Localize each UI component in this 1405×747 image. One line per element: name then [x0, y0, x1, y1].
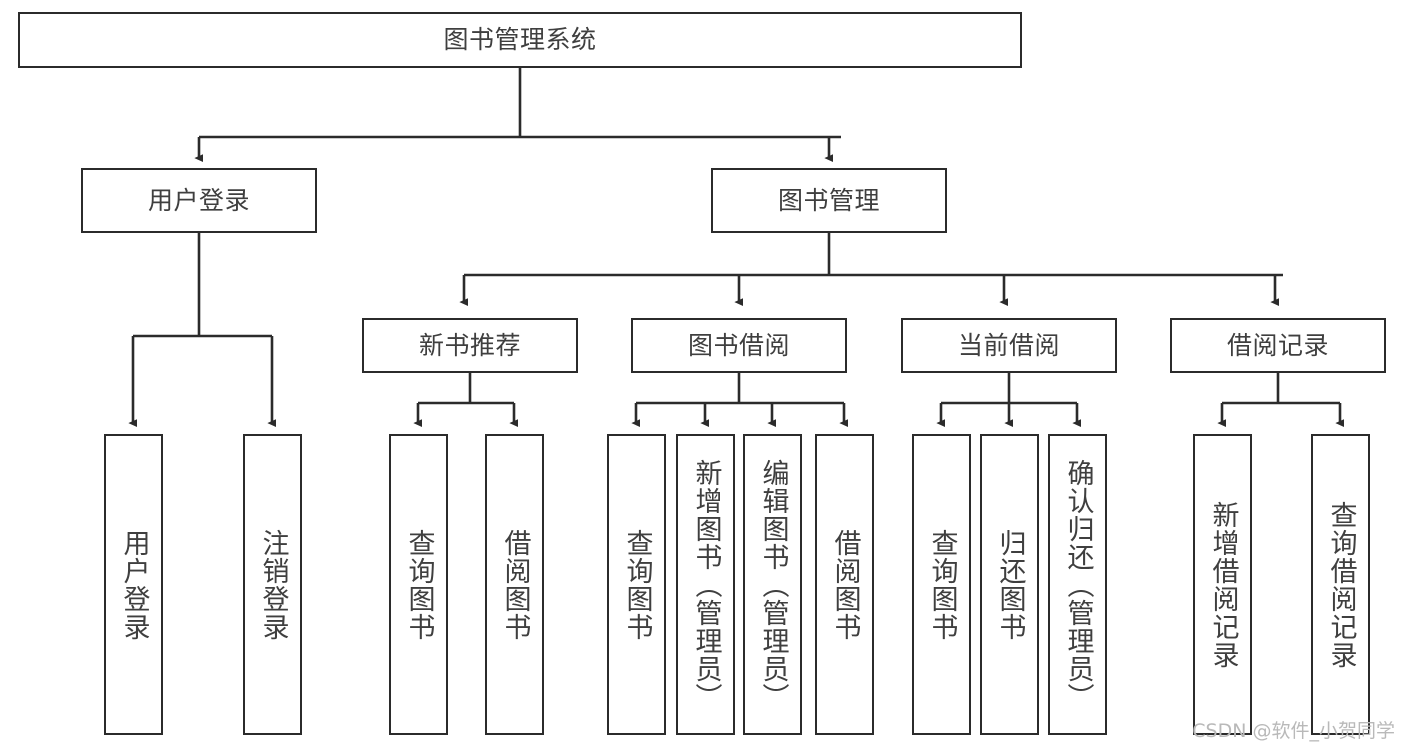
leaf-current-return-book[interactable]: 归还图书: [980, 434, 1039, 735]
node-label: 图书管理系统: [443, 25, 597, 55]
leaf-record-search-record[interactable]: 查询借阅记录: [1311, 434, 1370, 735]
node-borrow-record[interactable]: 借阅记录: [1170, 318, 1386, 373]
node-label: 查询图书: [403, 528, 435, 641]
node-root-system[interactable]: 图书管理系统: [18, 12, 1022, 68]
node-label: 编辑图书（管理员）: [757, 458, 789, 711]
leaf-current-confirm-return-admin[interactable]: 确认归还（管理员）: [1048, 434, 1107, 735]
leaf-user-login[interactable]: 用户登录: [104, 434, 163, 735]
node-book-borrow[interactable]: 图书借阅: [631, 318, 847, 373]
node-label: 借阅记录: [1226, 330, 1329, 360]
node-label: 查询图书: [926, 528, 958, 641]
leaf-logout-login[interactable]: 注销登录: [243, 434, 302, 735]
node-label: 用户登录: [118, 528, 150, 641]
leaf-record-add-record[interactable]: 新增借阅记录: [1193, 434, 1252, 735]
leaf-borrow-edit-book-admin[interactable]: 编辑图书（管理员）: [743, 434, 802, 735]
node-label: 图书管理: [777, 185, 880, 215]
node-label: 用户登录: [147, 185, 250, 215]
leaf-current-search-book[interactable]: 查询图书: [912, 434, 971, 735]
node-label: 新增借阅记录: [1207, 500, 1239, 669]
node-label: 查询图书: [621, 528, 653, 641]
node-label: 注销登录: [257, 528, 289, 641]
leaf-borrow-borrow-book[interactable]: 借阅图书: [815, 434, 874, 735]
node-label: 查询借阅记录: [1325, 500, 1357, 669]
node-label: 当前借阅: [957, 330, 1060, 360]
node-label: 新书推荐: [418, 330, 521, 360]
leaf-borrow-add-book-admin[interactable]: 新增图书（管理员）: [676, 434, 735, 735]
leaf-recommend-borrow-book[interactable]: 借阅图书: [485, 434, 544, 735]
node-new-book-recommend[interactable]: 新书推荐: [362, 318, 578, 373]
node-label: 借阅图书: [829, 528, 861, 641]
node-user-login[interactable]: 用户登录: [81, 168, 317, 233]
leaf-borrow-search-book[interactable]: 查询图书: [607, 434, 666, 735]
node-label: 借阅图书: [499, 528, 531, 641]
node-label: 图书借阅: [687, 330, 790, 360]
leaf-recommend-search-book[interactable]: 查询图书: [389, 434, 448, 735]
csdn-watermark: CSDN @软件_小贺同学: [1192, 720, 1395, 742]
node-book-management[interactable]: 图书管理: [711, 168, 947, 233]
node-current-borrow[interactable]: 当前借阅: [901, 318, 1117, 373]
node-label: 归还图书: [994, 528, 1026, 641]
node-label: 确认归还（管理员）: [1062, 458, 1094, 711]
node-label: 新增图书（管理员）: [690, 458, 722, 711]
